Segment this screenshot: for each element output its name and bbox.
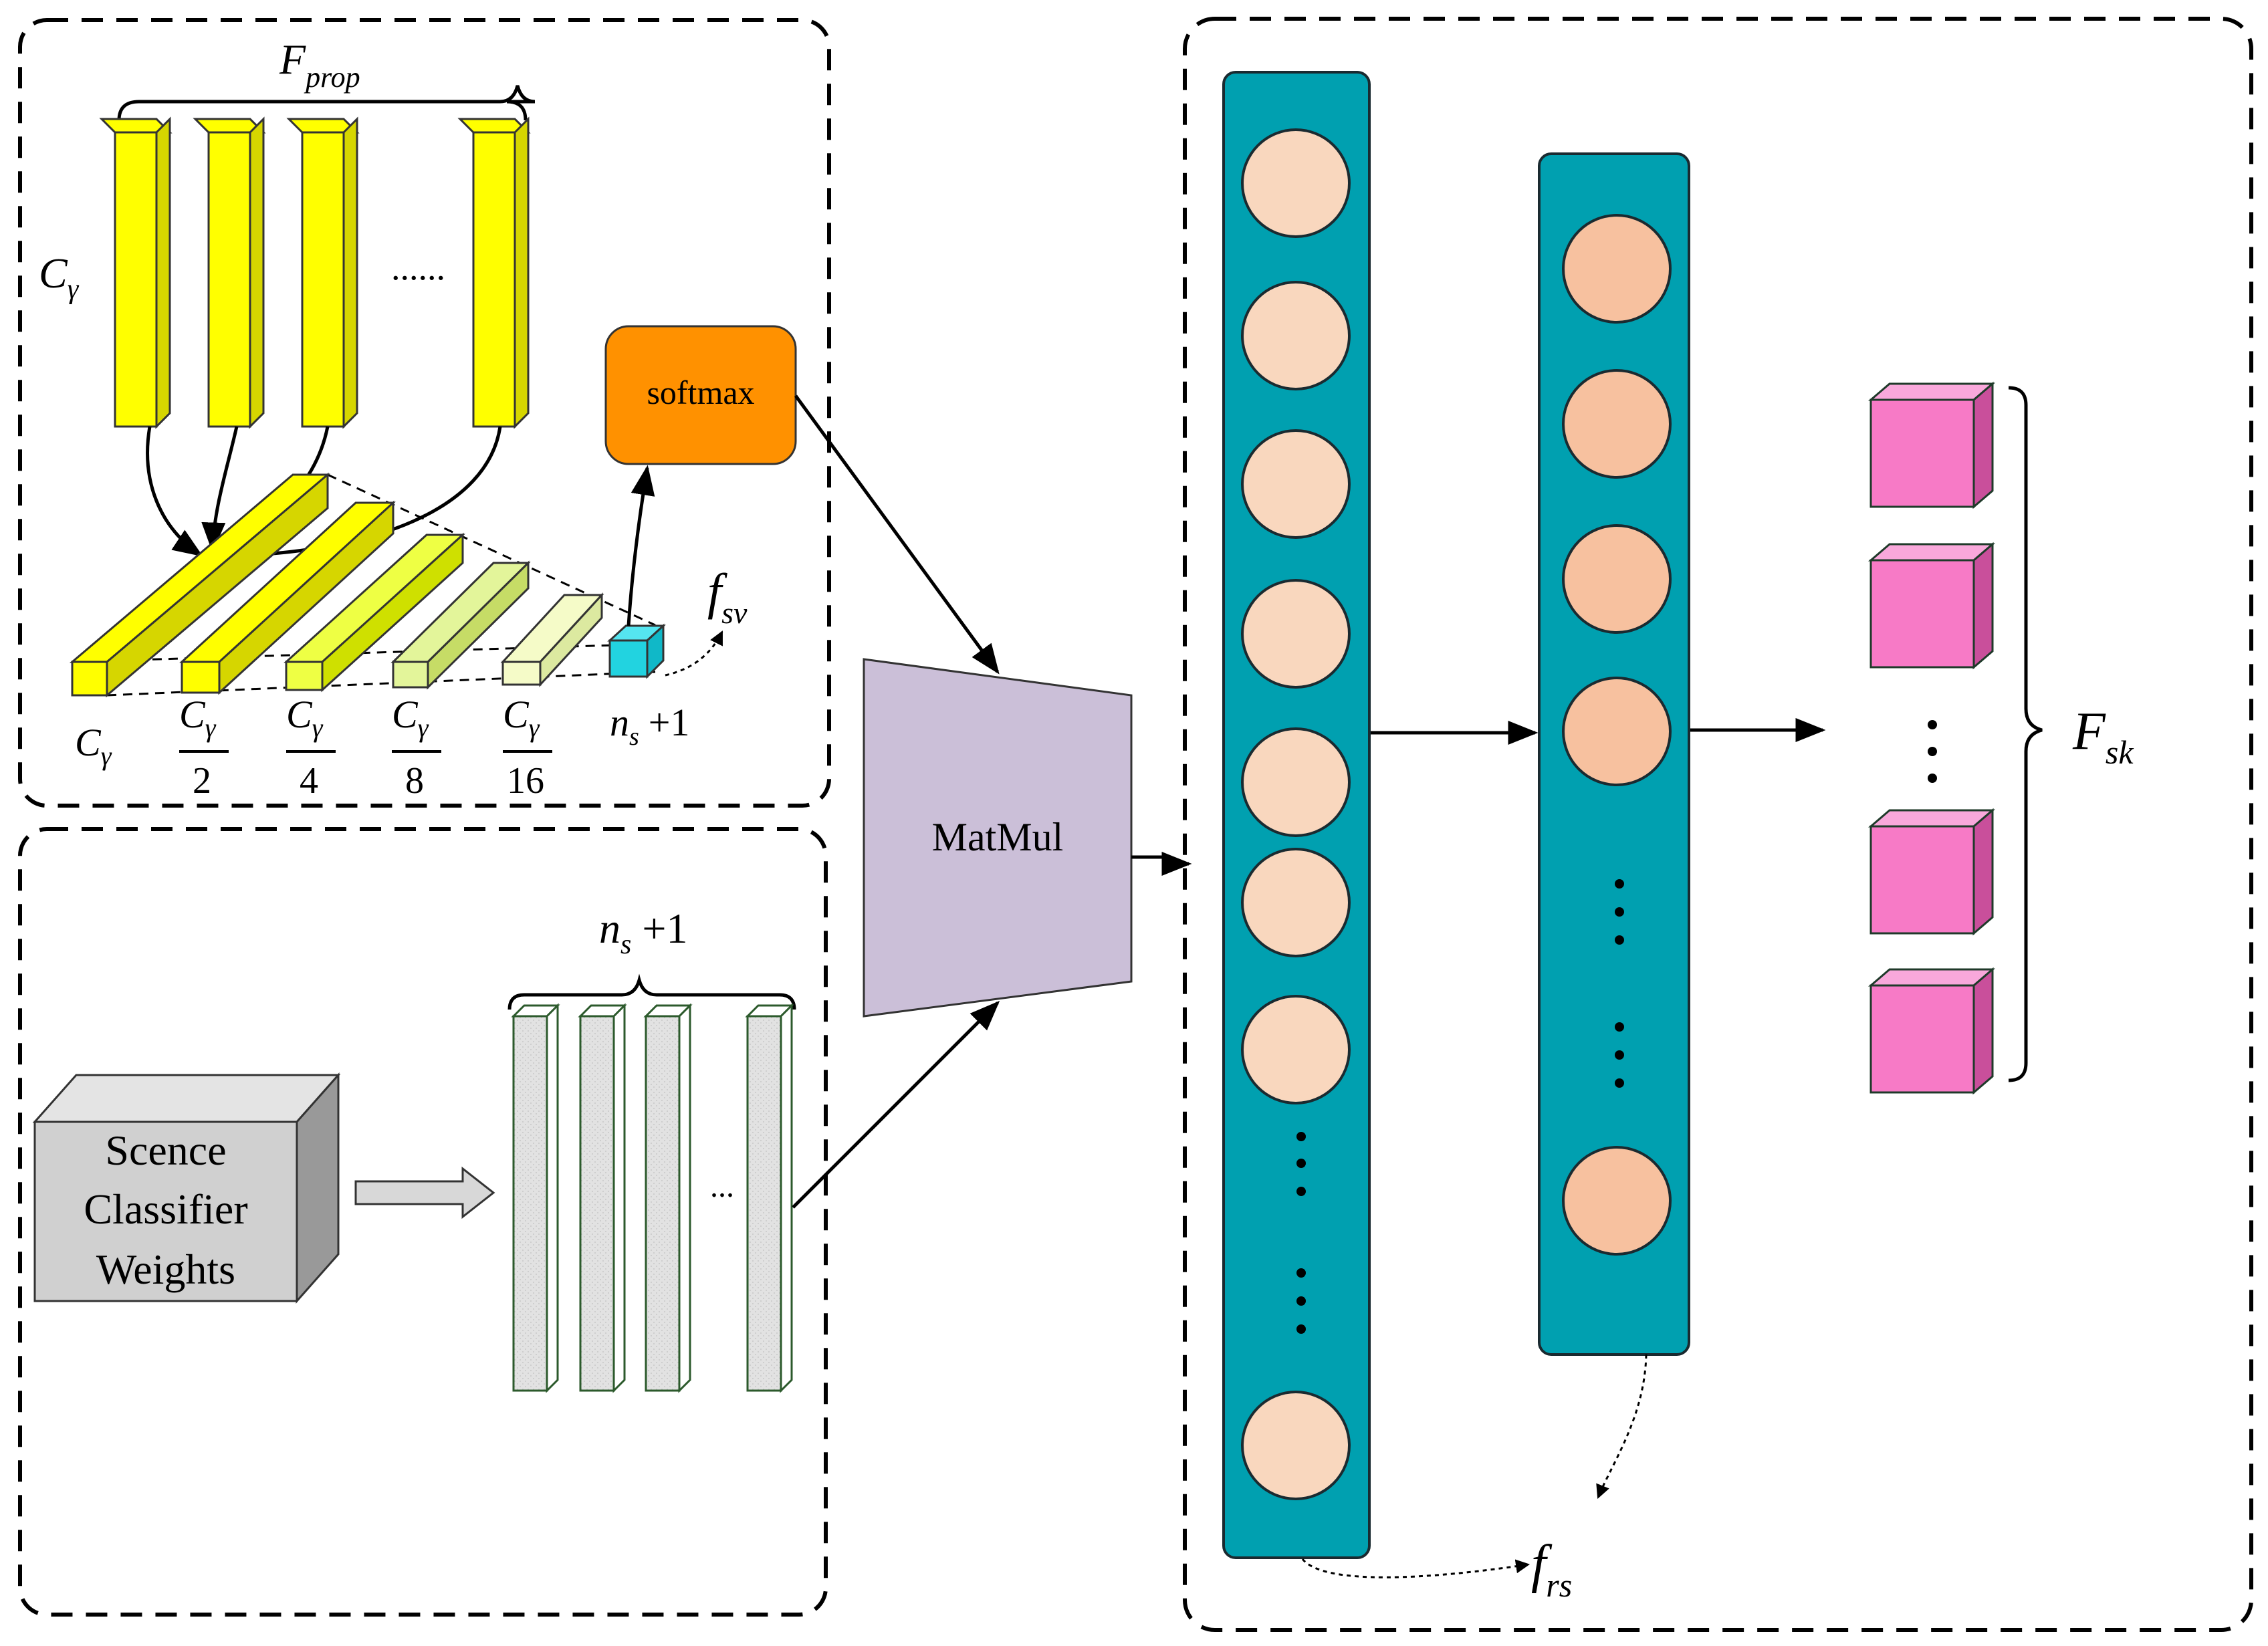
f-prop-brace: [117, 85, 536, 121]
output-cube-3: [1867, 808, 1996, 936]
column-2-dots: [1615, 879, 1624, 1088]
f-prop-label: Fprop: [279, 35, 360, 94]
column-2-nodes: [1562, 214, 1672, 1256]
weight-vector-2: [578, 1003, 627, 1393]
vector-to-softmax-arrow: [627, 465, 655, 626]
feature-bar-1: [99, 116, 173, 429]
f-sk-label: Fsk: [2072, 702, 2134, 771]
f-rs-dotted-arrow-from-column-1: [1301, 1558, 1530, 1578]
svg-text:Cγ: Cγ: [392, 693, 429, 743]
svg-text:Cγ: Cγ: [286, 693, 324, 743]
classifier-label-line3: Weights: [96, 1246, 235, 1293]
pyramid-bar-c2: [179, 500, 396, 695]
panel-bottom-left: [18, 827, 828, 1617]
weight-vector-4: [745, 1003, 794, 1393]
column-1-nodes: [1241, 128, 1351, 1500]
svg-text:Cγ: Cγ: [179, 693, 217, 743]
svg-text:8: 8: [405, 760, 424, 802]
feature-bar-2: [193, 116, 266, 429]
svg-text:16: 16: [507, 760, 544, 802]
hollow-arrow: [354, 1166, 495, 1219]
svg-text:Cγ: Cγ: [503, 693, 540, 743]
pyramid-bar-c: [69, 472, 331, 698]
classifier-label-line2: Classifier: [84, 1185, 247, 1233]
output-cube-4: [1867, 967, 1996, 1095]
scale-labels: Cγ Cγ 2 Cγ 4 Cγ 8 Cγ 16: [75, 693, 552, 802]
output-cube-2: [1867, 542, 1996, 670]
svg-text:2: 2: [193, 760, 211, 802]
weight-vector-1: [511, 1003, 560, 1393]
output-cubes: [1867, 381, 1996, 1095]
vectors-to-matmul-arrow: [792, 1000, 1000, 1209]
pyramid-bar-c4: [284, 532, 465, 693]
scale-label-3: Cγ 4: [286, 693, 336, 802]
matmul-to-network-arrow: [1131, 852, 1192, 876]
feature-bars: [99, 116, 531, 429]
weight-vectors: [511, 1003, 794, 1393]
ns-plus-one-top-label: ns+1: [610, 701, 690, 751]
weight-vector-3: [643, 1003, 693, 1393]
c-gamma-left-label: Cγ: [39, 249, 80, 305]
scale-label-4: Cγ 8: [392, 693, 441, 802]
feature-bar-3: [286, 116, 360, 429]
scale-label-1: Cγ: [75, 721, 112, 771]
softmax-box: [604, 325, 797, 465]
panel-right: [1183, 17, 2253, 1632]
scale-label-5: Cγ 16: [503, 693, 552, 802]
output-cubes-dots: [1928, 720, 1937, 783]
pyramid-vector-cyan: [607, 623, 666, 679]
f-sv-dotted-arrow: [665, 630, 723, 677]
bars-ellipsis: ......: [391, 247, 445, 287]
matmul-block: [863, 658, 1133, 1018]
ns-plus-one-bottom-label: ns+1: [599, 905, 687, 960]
f-sv-label: fsv: [707, 564, 748, 630]
ns-brace: [507, 973, 796, 1010]
f-rs-label: frs: [1531, 1535, 1572, 1604]
svg-text:Cγ: Cγ: [75, 721, 112, 771]
output-cube-1: [1867, 381, 1996, 509]
pyramid-bar-c16: [500, 592, 604, 687]
scale-label-2: Cγ 2: [179, 693, 229, 802]
pyramid-bar-c8: [390, 560, 531, 690]
panel-top-left: [18, 18, 831, 808]
f-sk-brace: [2008, 386, 2043, 1082]
softmax-label: softmax: [647, 374, 754, 411]
column-1-dots: [1296, 1132, 1306, 1334]
classifier-weights-cube: [32, 1072, 341, 1304]
svg-text:4: 4: [300, 760, 318, 802]
feature-bar-4: [457, 116, 531, 429]
classifier-label-line1: Scence: [105, 1127, 226, 1174]
f-rs-dotted-arrow-from-column-2: [1596, 1354, 1648, 1499]
pyramid-bars: [69, 472, 666, 698]
weight-vectors-ellipsis: ...: [710, 1169, 734, 1204]
softmax-to-matmul-arrow: [794, 394, 1000, 675]
matmul-label: MatMul: [932, 815, 1064, 859]
